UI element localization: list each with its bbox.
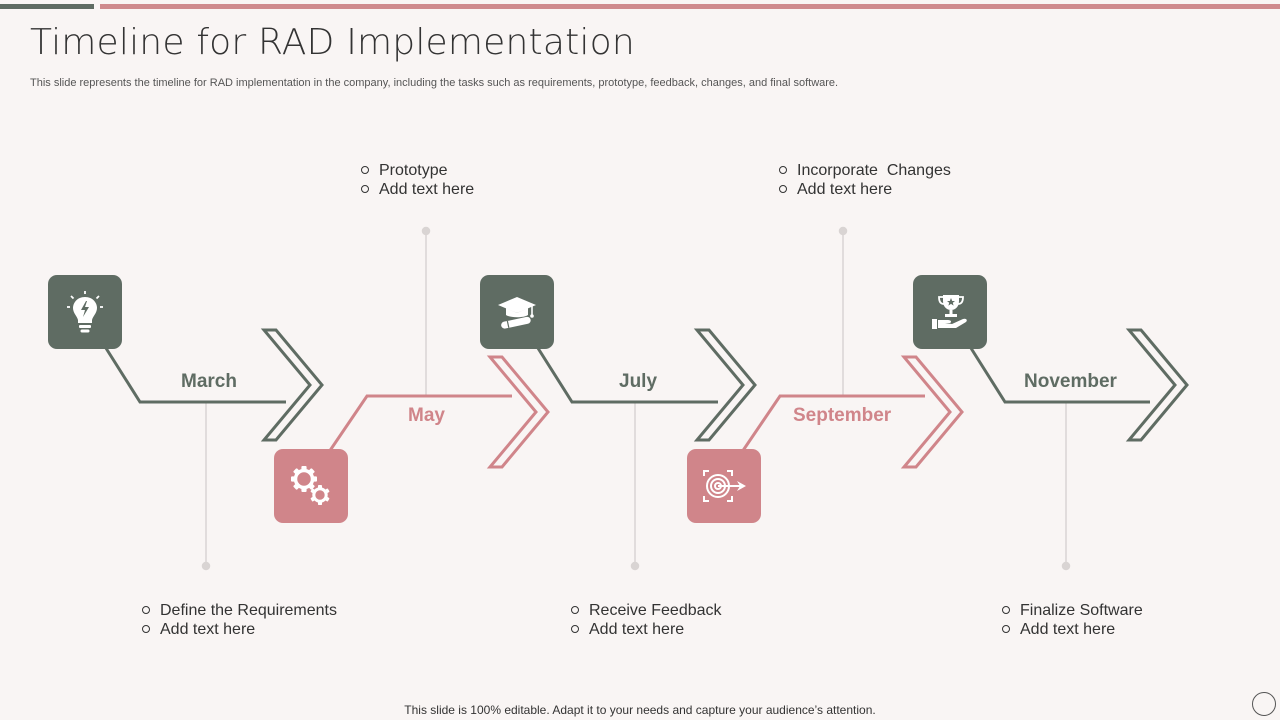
gears-icon bbox=[291, 466, 330, 505]
bullet-icon bbox=[142, 605, 150, 614]
lightbulb-icon bbox=[67, 291, 103, 333]
trophy-hand-icon bbox=[932, 295, 967, 329]
top-accent-bar-right bbox=[100, 4, 1280, 9]
page-subtitle: This slide represents the timeline for R… bbox=[30, 77, 839, 89]
milestone-month-september: September bbox=[793, 405, 892, 426]
milestone-notes-march: Define the Requirements Add text here bbox=[142, 601, 337, 639]
milestone-notes-september: Incorporate Changes Add text here bbox=[779, 161, 951, 199]
list-item: Finalize Software bbox=[1002, 601, 1143, 620]
list-item: Prototype bbox=[361, 161, 474, 180]
list-item: Add text here bbox=[142, 620, 337, 639]
milestone-icon-box-september bbox=[687, 449, 761, 523]
list-item: Incorporate Changes bbox=[779, 161, 951, 180]
bullet-icon bbox=[1002, 624, 1010, 633]
list-item: Receive Feedback bbox=[571, 601, 722, 620]
milestone-notes-may: Prototype Add text here bbox=[361, 161, 474, 199]
arrow-november bbox=[967, 328, 1189, 442]
milestone-month-november: November bbox=[1024, 371, 1117, 392]
graduation-cap-icon bbox=[498, 297, 536, 329]
list-item: Add text here bbox=[779, 180, 951, 199]
bullet-icon bbox=[779, 165, 787, 174]
milestone-month-may: May bbox=[408, 405, 445, 426]
arrow-march bbox=[102, 328, 324, 442]
list-item: Add text here bbox=[361, 180, 474, 199]
arrow-september bbox=[740, 355, 964, 469]
bullet-icon bbox=[361, 165, 369, 174]
target-icon bbox=[703, 470, 746, 502]
list-item: Add text here bbox=[1002, 620, 1143, 639]
connector-lines bbox=[201, 226, 1071, 571]
bullet-icon bbox=[361, 184, 369, 193]
page-title: Timeline for RAD Implementation bbox=[30, 22, 635, 63]
arrow-july bbox=[534, 328, 757, 442]
bullet-icon bbox=[142, 624, 150, 633]
slide-nav-circle[interactable] bbox=[1252, 692, 1276, 716]
milestone-notes-november: Finalize Software Add text here bbox=[1002, 601, 1143, 639]
milestone-icon-box-july bbox=[480, 275, 554, 349]
milestone-notes-july: Receive Feedback Add text here bbox=[571, 601, 722, 639]
list-item: Define the Requirements bbox=[142, 601, 337, 620]
milestone-month-march: March bbox=[181, 371, 237, 392]
bullet-icon bbox=[571, 605, 579, 614]
bullet-icon bbox=[571, 624, 579, 633]
arrow-may bbox=[327, 355, 550, 469]
bullet-icon bbox=[779, 184, 787, 193]
top-accent-bar-left bbox=[0, 4, 94, 9]
footer-note: This slide is 100% editable. Adapt it to… bbox=[404, 703, 876, 717]
milestone-icon-box-march bbox=[48, 275, 122, 349]
milestone-icon-box-november bbox=[913, 275, 987, 349]
bullet-icon bbox=[1002, 605, 1010, 614]
milestone-icon-box-may bbox=[274, 449, 348, 523]
list-item: Add text here bbox=[571, 620, 722, 639]
milestone-month-july: July bbox=[619, 371, 658, 392]
